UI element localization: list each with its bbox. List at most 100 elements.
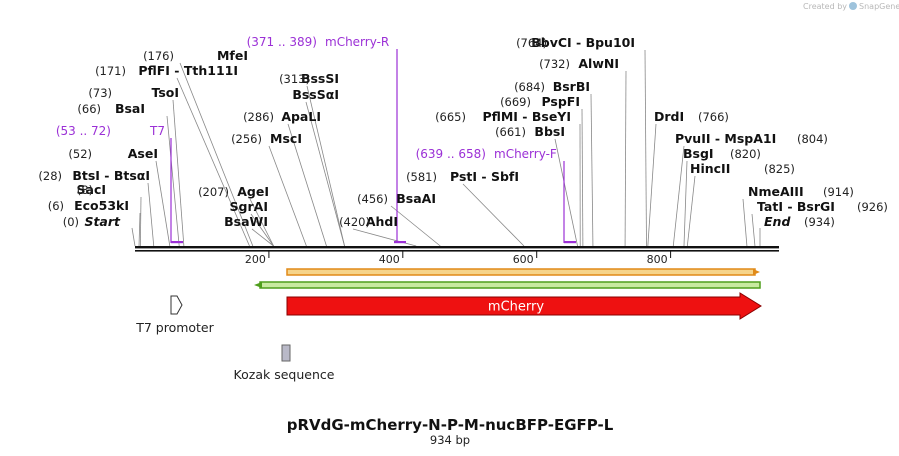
primer-name: T7 <box>149 124 165 138</box>
restriction-site[interactable]: BssSI(313) <box>279 71 339 86</box>
site-leader <box>590 93 594 247</box>
mcherry-feature[interactable]: mCherry <box>286 292 762 320</box>
site-position: (52) <box>68 147 92 161</box>
primer-binding-bar <box>564 241 576 244</box>
site-name: Eco53kI <box>74 198 129 213</box>
site-position: (764) <box>516 36 547 50</box>
restriction-site[interactable]: Eco53kI (6) <box>48 198 129 213</box>
end-site: End(934) <box>764 214 835 229</box>
primer[interactable]: (371 .. 389)mCherry-R <box>247 35 390 49</box>
primer-range: (639 .. 658) <box>416 147 486 161</box>
site-leader-lines <box>131 49 761 247</box>
site-position: (313) <box>279 72 310 86</box>
restriction-site[interactable]: TatI - BsrGI(926) <box>757 199 888 214</box>
restriction-site[interactable]: BsrBI (684) <box>514 79 590 94</box>
site-leader <box>742 198 748 247</box>
restriction-site[interactable]: AhdI(420) <box>339 214 398 229</box>
site-name: DrdI <box>654 109 684 124</box>
kozak-feature[interactable]: Kozak sequence <box>234 344 335 382</box>
site-name: BsrBI <box>553 79 590 94</box>
restriction-site[interactable]: PspFI(669) <box>500 94 580 109</box>
restriction-site[interactable]: BbsI(661) <box>495 124 565 139</box>
site-position: (804) <box>797 132 828 146</box>
restriction-site[interactable]: PflMI - BseYI(665) <box>435 109 571 124</box>
restriction-site[interactable]: BssSαI <box>292 87 339 102</box>
restriction-site[interactable]: DrdI(766) <box>654 109 729 124</box>
restriction-site[interactable]: BsgI(820) <box>683 146 761 161</box>
site-position: (171) <box>95 64 126 78</box>
restriction-site[interactable]: AseI(52) <box>68 146 158 161</box>
restriction-site[interactable]: BsaAI(456) <box>357 191 436 206</box>
site-leader <box>249 198 274 247</box>
site-leader <box>581 108 584 247</box>
restriction-site[interactable]: AgeI(207) <box>198 184 269 199</box>
site-name: TsoI <box>151 85 179 100</box>
site-position: (914) <box>823 185 854 199</box>
site-name: BbsI <box>534 124 565 139</box>
site-name: BsaI <box>115 101 145 116</box>
site-leader <box>462 183 525 247</box>
plasmid-title: pRVdG-mCherry-N-P-M-nucBFP-EGFP-L <box>287 416 614 434</box>
primer-binding-bar <box>171 241 183 244</box>
plasmid-length: 934 bp <box>430 433 470 447</box>
restriction-site[interactable]: BbvCI - Bpu10I(764) <box>516 35 635 50</box>
site-leader <box>172 99 185 247</box>
site-leader <box>644 49 647 247</box>
restriction-site[interactable]: BsaI (66) <box>77 101 145 116</box>
t7-promoter-feature[interactable]: T7 promoter <box>135 295 215 335</box>
restriction-site[interactable]: BtsI - BtsαI(28) <box>38 168 150 183</box>
site-name: SgrAI <box>230 199 268 214</box>
site-name: HincII <box>690 161 730 176</box>
site-position: (732) <box>539 57 570 71</box>
site-position: (6) <box>48 199 64 213</box>
restriction-site[interactable]: NmeAIII(914) <box>748 184 854 199</box>
site-leader <box>287 123 327 247</box>
restriction-site[interactable]: PstI - SbfI(581) <box>406 169 519 184</box>
site-leader <box>672 145 685 247</box>
site-name: BbvCI - Bpu10I <box>531 35 635 50</box>
site-position: (820) <box>730 147 761 161</box>
orf-forward[interactable] <box>286 268 760 276</box>
site-name: PflFI - Tth111I <box>138 63 238 78</box>
site-position: (66) <box>77 102 101 116</box>
restriction-site[interactable]: MfeI(176) <box>143 48 248 63</box>
primer[interactable]: (639 .. 658)mCherry-F <box>416 147 557 161</box>
sequence-line-bottom <box>135 250 779 252</box>
primer-lines <box>170 49 576 244</box>
site-position: (456) <box>357 192 388 206</box>
start-position: (0) <box>63 215 79 229</box>
site-leader <box>306 85 345 247</box>
restriction-site[interactable]: TsoI(73) <box>88 85 179 100</box>
site-position: (665) <box>435 110 466 124</box>
restriction-site[interactable]: ApaLI(286) <box>243 109 321 124</box>
orf-reverse[interactable] <box>254 281 761 289</box>
site-name: AhdI <box>366 214 398 229</box>
restriction-site[interactable]: AlwNI (732) <box>539 56 619 71</box>
primer-binding-bar <box>394 241 406 244</box>
site-name: AlwNI <box>578 56 619 71</box>
site-position: (581) <box>406 170 437 184</box>
start-leader <box>131 227 136 247</box>
primer[interactable]: (53 .. 72) T7 <box>56 124 165 138</box>
site-leader <box>305 101 345 247</box>
site-leader <box>624 70 627 247</box>
restriction-site[interactable]: PflFI - Tth111I (171) <box>95 63 238 78</box>
primer-range: (53 .. 72) <box>56 124 111 138</box>
restriction-site[interactable]: HincII(825) <box>690 161 795 176</box>
restriction-site[interactable]: SacI(8) <box>77 182 107 197</box>
site-name: TatI - BsrGI <box>757 199 835 214</box>
restriction-site[interactable]: MscI(256) <box>231 131 302 146</box>
site-leader <box>751 213 756 247</box>
ruler-tick-label: 400 <box>379 253 400 266</box>
restriction-site[interactable]: SgrAI <box>230 199 268 214</box>
site-leader <box>647 123 657 247</box>
site-position: (684) <box>514 80 545 94</box>
site-leader <box>554 138 578 247</box>
restriction-site[interactable]: PvuII - MspA1I(804) <box>675 131 828 146</box>
site-leader <box>139 196 142 247</box>
restriction-site[interactable]: BsaWI <box>224 214 268 229</box>
site-name: MscI <box>270 131 302 146</box>
